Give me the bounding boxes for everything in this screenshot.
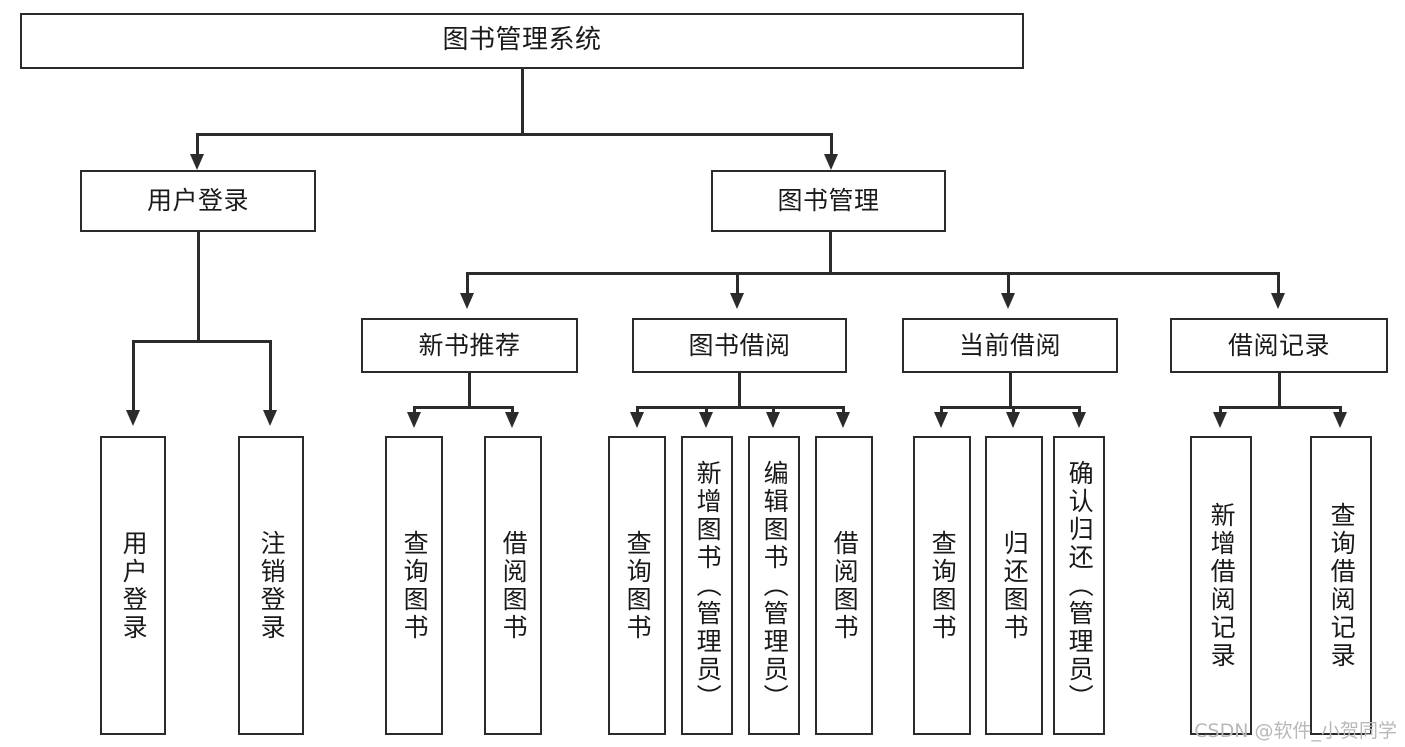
node-leaf-borrow-add-book-admin[interactable]: 新增图书（管理员）	[681, 436, 733, 735]
node-label: 归还图书	[1000, 529, 1030, 642]
arrow-borrow-to-leaf2	[699, 412, 713, 428]
node-leaf-borrow-borrow-book[interactable]: 借阅图书	[815, 436, 873, 735]
edge-record-stem	[1278, 373, 1281, 408]
arrow-current-to-leaf2	[1006, 412, 1020, 428]
node-leaf-user-login[interactable]: 用户登录	[100, 436, 166, 735]
edge-root-to-user-login	[196, 133, 199, 158]
edge-root-to-book-manage	[830, 133, 833, 158]
arrow-book-manage-to-borrow	[730, 293, 744, 309]
edge-user-login-bus	[132, 340, 270, 343]
edge-user-login-to-leaf2	[269, 340, 272, 414]
edge-record-to-leaf1	[1219, 406, 1222, 416]
arrow-record-to-leaf1	[1213, 412, 1227, 428]
edge-borrow-to-leaf4	[842, 406, 845, 416]
edge-new-book-bus	[413, 406, 514, 409]
node-book-borrow[interactable]: 图书借阅	[632, 318, 847, 373]
arrow-root-to-user-login	[190, 154, 204, 170]
arrow-book-manage-to-new-book	[460, 293, 474, 309]
node-label: 图书管理	[777, 186, 880, 215]
edge-borrow-to-leaf2	[705, 406, 708, 416]
arrow-record-to-leaf2	[1333, 412, 1347, 428]
edge-new-book-to-leaf1	[413, 406, 416, 416]
node-current-borrow[interactable]: 当前借阅	[902, 318, 1118, 373]
node-leaf-user-logout[interactable]: 注销登录	[238, 436, 304, 735]
node-label: 编辑图书（管理员）	[760, 459, 790, 712]
node-label: 图书借阅	[688, 330, 791, 360]
edge-current-bus	[940, 406, 1080, 409]
edge-new-book-to-leaf2	[511, 406, 514, 416]
edge-user-login-to-leaf1	[132, 340, 135, 414]
node-label: 借阅图书	[830, 529, 860, 642]
arrow-book-manage-to-current	[1001, 293, 1015, 309]
arrow-user-login-to-leaf1	[126, 410, 140, 426]
node-leaf-newbook-query-book[interactable]: 查询图书	[385, 436, 443, 735]
edge-book-manage-stem	[829, 232, 832, 274]
node-root-book-management-system[interactable]: 图书管理系统	[20, 13, 1024, 69]
node-leaf-record-query[interactable]: 查询借阅记录	[1310, 436, 1372, 735]
edge-borrow-stem	[738, 373, 741, 408]
node-leaf-current-query-book[interactable]: 查询图书	[913, 436, 971, 735]
arrow-new-book-to-leaf2	[505, 412, 519, 428]
node-label: 借阅记录	[1227, 330, 1330, 360]
node-book-management[interactable]: 图书管理	[711, 170, 946, 232]
edge-borrow-to-leaf1	[636, 406, 639, 416]
node-borrow-record[interactable]: 借阅记录	[1170, 318, 1388, 373]
edge-book-manage-to-record	[1277, 272, 1280, 297]
arrow-current-to-leaf1	[934, 412, 948, 428]
edge-book-manage-to-new-book	[466, 272, 469, 297]
node-label: 查询借阅记录	[1327, 501, 1357, 670]
arrow-root-to-book-manage	[824, 154, 838, 170]
node-label: 确认归还（管理员）	[1065, 459, 1095, 712]
node-leaf-borrow-query-book[interactable]: 查询图书	[608, 436, 666, 735]
edge-borrow-to-leaf3	[772, 406, 775, 416]
edge-current-to-leaf1	[940, 406, 943, 416]
node-label: 查询图书	[928, 529, 958, 642]
edge-user-login-stem	[197, 232, 200, 343]
node-label: 注销登录	[257, 529, 287, 642]
node-label: 用户登录	[119, 529, 149, 642]
node-leaf-newbook-borrow-book[interactable]: 借阅图书	[484, 436, 542, 735]
node-label: 借阅图书	[499, 529, 529, 642]
arrow-book-manage-to-record	[1271, 293, 1285, 309]
node-label: 当前借阅	[958, 330, 1061, 360]
node-label: 新书推荐	[418, 330, 521, 360]
edge-record-bus	[1219, 406, 1342, 409]
edge-current-stem	[1009, 373, 1012, 408]
node-new-book-recommend[interactable]: 新书推荐	[361, 318, 578, 373]
node-label: 图书管理系统	[442, 25, 602, 56]
arrow-current-to-leaf3	[1072, 412, 1086, 428]
node-leaf-record-add[interactable]: 新增借阅记录	[1190, 436, 1252, 735]
node-leaf-current-return-book[interactable]: 归还图书	[985, 436, 1043, 735]
node-label: 新增借阅记录	[1207, 501, 1237, 670]
edge-new-book-stem	[468, 373, 471, 408]
arrow-borrow-to-leaf3	[766, 412, 780, 428]
edge-record-to-leaf2	[1339, 406, 1342, 416]
edge-root-stem	[521, 69, 524, 135]
arrow-borrow-to-leaf1	[630, 412, 644, 428]
node-leaf-current-confirm-return-admin[interactable]: 确认归还（管理员）	[1053, 436, 1105, 735]
arrow-user-login-to-leaf2	[263, 410, 277, 426]
edge-book-manage-bus	[466, 272, 1278, 275]
arrow-new-book-to-leaf1	[407, 412, 421, 428]
node-label: 查询图书	[623, 529, 653, 642]
node-label: 新增图书（管理员）	[693, 459, 723, 712]
node-label: 查询图书	[400, 529, 430, 642]
node-label: 用户登录	[146, 186, 249, 215]
edge-current-to-leaf3	[1078, 406, 1081, 416]
edge-current-to-leaf2	[1012, 406, 1015, 416]
edge-book-manage-to-borrow	[736, 272, 739, 297]
edge-borrow-bus	[636, 406, 844, 409]
edge-book-manage-to-current	[1007, 272, 1010, 297]
arrow-borrow-to-leaf4	[836, 412, 850, 428]
edge-root-bus	[196, 133, 833, 136]
node-user-login[interactable]: 用户登录	[80, 170, 316, 232]
node-leaf-borrow-edit-book-admin[interactable]: 编辑图书（管理员）	[748, 436, 800, 735]
